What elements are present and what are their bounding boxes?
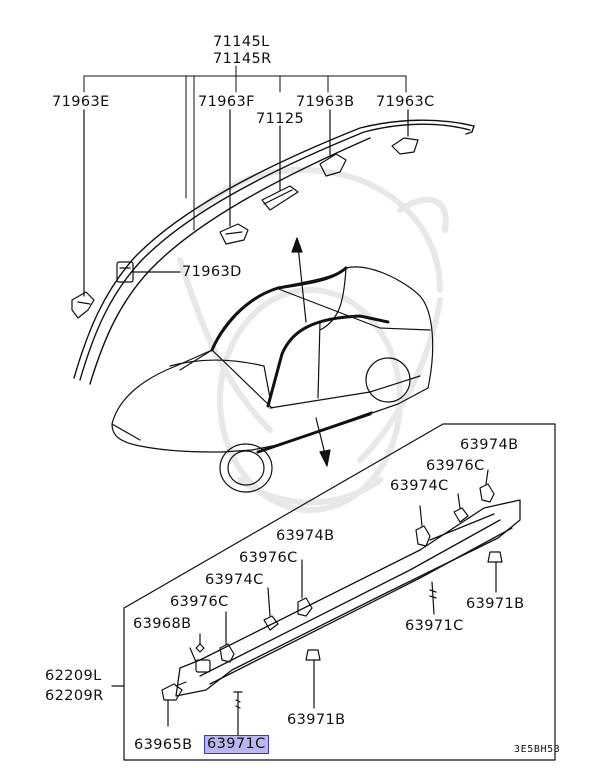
- callout-63974B-mid[interactable]: 63974B: [276, 528, 335, 544]
- callout-62209R[interactable]: 62209R: [45, 688, 104, 704]
- clip-71963D: [116, 261, 181, 283]
- car-roof-highlight: [210, 266, 390, 454]
- callout-63974C-mid[interactable]: 63974C: [205, 572, 264, 588]
- watermark-crest: [177, 167, 449, 513]
- callout-63971B-right[interactable]: 63971B: [466, 596, 525, 612]
- callout-63976C-top[interactable]: 63976C: [426, 458, 485, 474]
- callout-63971C-selected[interactable]: 63971C: [204, 735, 269, 754]
- callout-63976C-low[interactable]: 63976C: [170, 594, 229, 610]
- clip-71963B: [319, 109, 347, 177]
- sill-box: [123, 423, 556, 761]
- arrow-up: [291, 237, 307, 323]
- callout-71963F[interactable]: 71963F: [198, 94, 255, 110]
- callout-63965B[interactable]: 63965B: [134, 737, 193, 753]
- callout-71963C[interactable]: 71963C: [376, 94, 435, 110]
- clip-71963C: [391, 109, 419, 155]
- arrow-down: [315, 417, 331, 467]
- callout-63976C-mid[interactable]: 63976C: [239, 550, 298, 566]
- roof-moulding: [73, 119, 475, 385]
- callout-63974B-top[interactable]: 63974B: [460, 437, 519, 453]
- callout-71145R[interactable]: 71145R: [213, 51, 272, 67]
- callout-63968B[interactable]: 63968B: [133, 616, 192, 632]
- leader-71145: [83, 65, 407, 231]
- callout-71145L[interactable]: 71145L: [213, 34, 270, 50]
- clip-71963E: [71, 109, 95, 319]
- callout-63971B-low[interactable]: 63971B: [287, 712, 346, 728]
- callout-71963D[interactable]: 71963D: [182, 264, 242, 280]
- callout-62209L[interactable]: 62209L: [45, 668, 102, 684]
- part-71125: [261, 125, 299, 211]
- diagram-reference-code: 3E5BH53: [514, 744, 561, 755]
- callout-63971C-right[interactable]: 63971C: [405, 618, 464, 634]
- fasteners: [161, 469, 503, 737]
- clip-71963F: [219, 109, 249, 245]
- callout-63974C-top[interactable]: 63974C: [390, 478, 449, 494]
- callout-71963B[interactable]: 71963B: [296, 94, 355, 110]
- callout-71963E[interactable]: 71963E: [52, 94, 110, 110]
- callout-71125[interactable]: 71125: [256, 111, 305, 127]
